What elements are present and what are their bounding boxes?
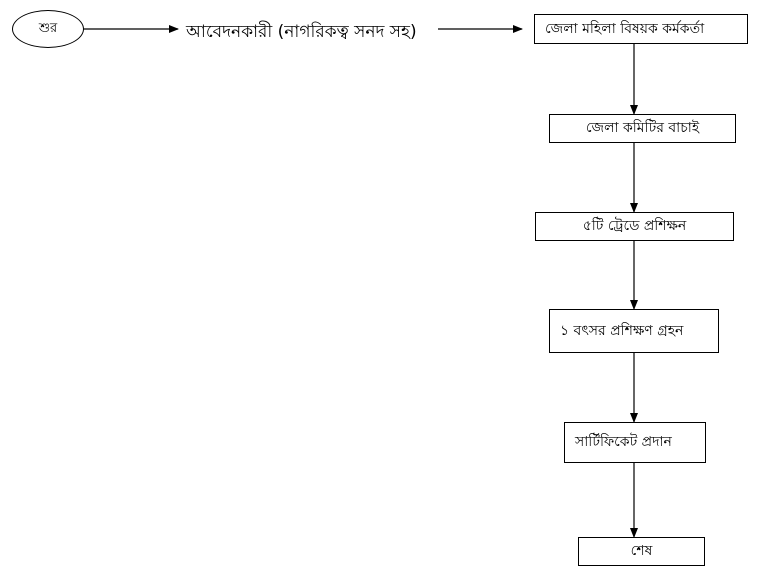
start-label: শুর — [38, 20, 58, 36]
step-label: জেলা মহিলা বিষয়ক কর্মকর্তা — [545, 20, 705, 37]
step-label: সার্টিফিকেট প্রদান — [575, 434, 672, 451]
step-label: জেলা কমিটির বাচাই — [585, 120, 700, 137]
applicant-node: আবেদনকারী (নাগরিকত্ব সনদ সহ) — [186, 19, 417, 47]
step-training-five-trades: ৫টি ট্রেডে প্রশিক্ষন — [535, 212, 734, 241]
step-certificate-awarding: সার্টিফিকেট প্রদান — [564, 422, 706, 463]
end-node: শেষ — [578, 537, 705, 566]
step-label: ৫টি ট্রেডে প্রশিক্ষন — [582, 218, 687, 235]
step-label: ১ বৎসর প্রশিক্ষণ গ্রহন — [560, 322, 684, 339]
applicant-label: আবেদনকারী (নাগরিকত্ব সনদ সহ) — [186, 22, 417, 42]
start-node: শুর — [12, 10, 84, 48]
end-label: শেষ — [630, 543, 653, 560]
step-one-year-training: ১ বৎসর প্রশিক্ষণ গ্রহন — [549, 309, 719, 353]
step-district-women-affairs-officer: জেলা মহিলা বিষয়ক কর্মকর্তা — [534, 14, 748, 44]
step-district-committee-selection: জেলা কমিটির বাচাই — [549, 114, 736, 143]
